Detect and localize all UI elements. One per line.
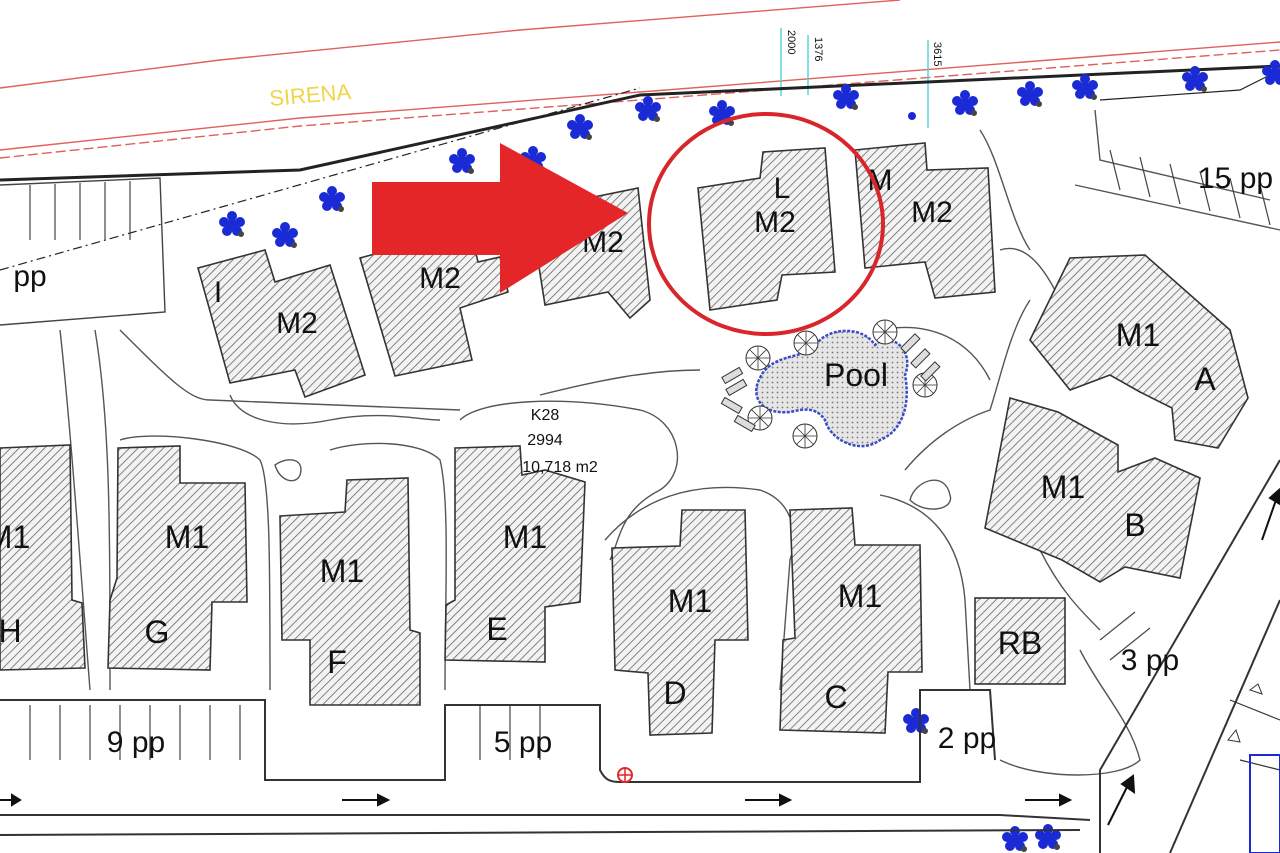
building-letter: B	[1124, 507, 1145, 543]
traffic-arrows	[0, 487, 1280, 826]
building-type: M1	[320, 553, 364, 589]
building-letter: I	[214, 276, 222, 309]
building-type: M2	[754, 206, 796, 239]
plot-id: K28	[531, 407, 560, 424]
highlight-arrow	[372, 143, 628, 293]
parking-label: 9 pp	[107, 726, 165, 759]
building-type: M2	[419, 262, 461, 295]
parking-areas	[0, 149, 1271, 760]
dimension-lines	[780, 28, 929, 128]
plot-area: 10,718 m2	[522, 459, 598, 476]
building-type: M1	[668, 583, 712, 619]
parking-label: 3 pp	[1121, 644, 1179, 677]
building-type: M1	[838, 578, 882, 614]
building-letter: D	[663, 675, 686, 711]
pool-area	[720, 319, 941, 449]
building-type: M2	[276, 307, 318, 340]
plot-number: 2994	[527, 432, 563, 449]
building-type: RB	[998, 625, 1042, 661]
highlight-circle	[647, 112, 885, 336]
parking-label: 15 pp	[1198, 162, 1273, 195]
building-letter: G	[145, 614, 170, 650]
trees	[219, 60, 1280, 852]
pool-label: Pool	[824, 357, 888, 393]
parking-label: pp	[13, 260, 46, 293]
buildings	[0, 142, 1249, 736]
plot-label: K28 2994 10,718 m2	[522, 407, 598, 476]
parking-label: 5 pp	[494, 726, 552, 759]
dimension-label: 2000	[785, 30, 797, 54]
building-type: M1	[0, 519, 30, 555]
building-labels: I M2 M2 M2 L M2 M M2 M1 A M1 B M1 C M1 D…	[0, 164, 1216, 715]
building-type: M1	[503, 519, 547, 555]
roads	[0, 459, 1280, 853]
property-boundary	[0, 0, 1280, 159]
building-type: M1	[165, 519, 209, 555]
building-letter: L	[774, 172, 791, 205]
parking-labels: pp 9 pp 5 pp 2 pp 3 pp 15 pp	[13, 162, 1273, 759]
dimension-label: 3615	[931, 42, 943, 66]
parking-label: 2 pp	[938, 722, 996, 755]
footpaths	[59, 109, 1280, 776]
building-letter: H	[0, 613, 22, 649]
building-type: M1	[1116, 317, 1160, 353]
building-type: M1	[1041, 469, 1085, 505]
building-letter: C	[824, 679, 847, 715]
building-letter: F	[327, 644, 347, 680]
building-letter: A	[1194, 361, 1216, 397]
street-name: SIRENA	[268, 79, 352, 111]
building-letter: E	[486, 611, 507, 647]
dimension-label: 1376	[812, 37, 824, 61]
building-type: M2	[911, 196, 953, 229]
